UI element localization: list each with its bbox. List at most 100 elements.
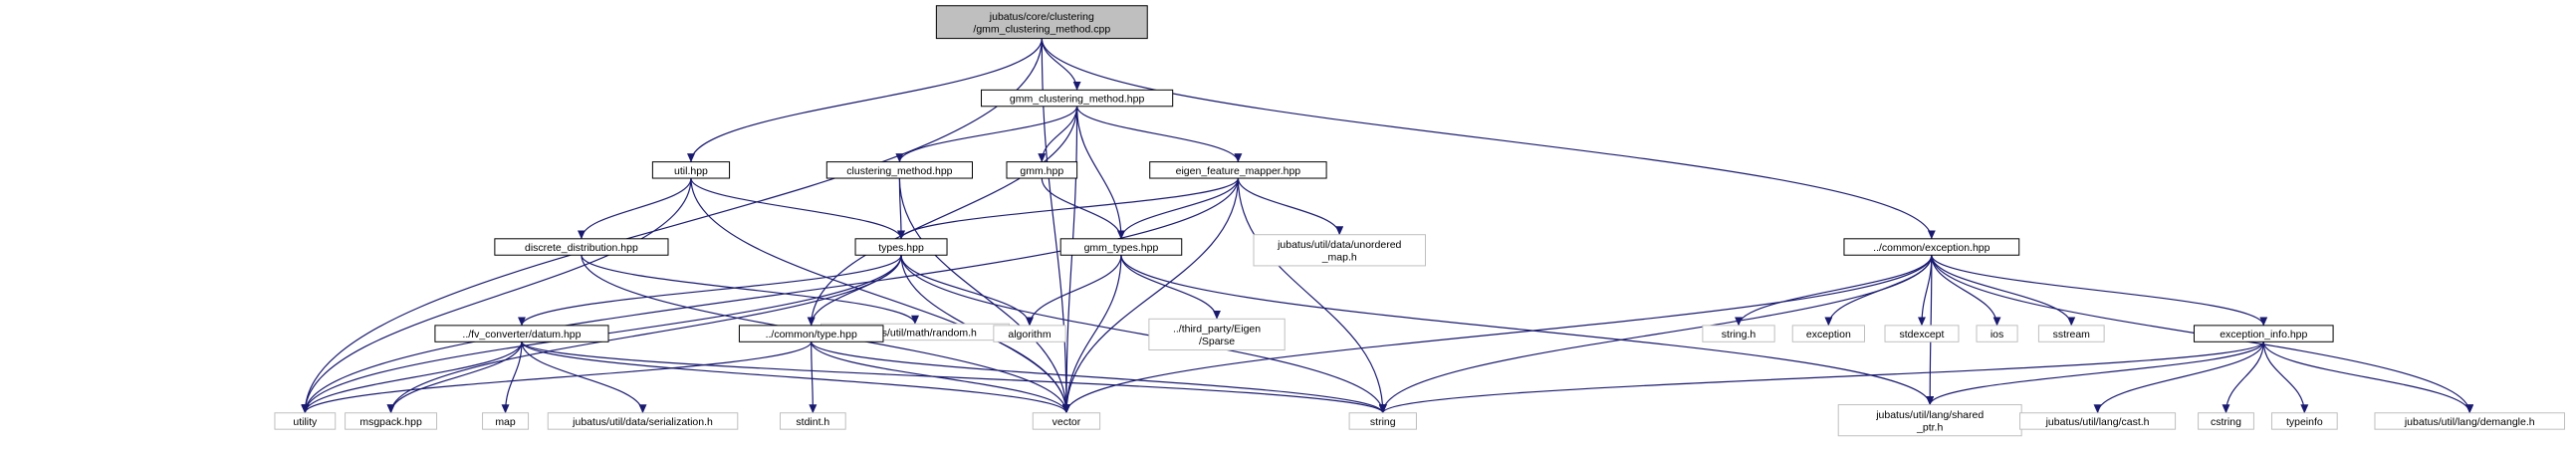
node-common-exception-hpp[interactable]: ../common/exception.hpp [1843,238,2020,256]
node-msgpack-hpp: msgpack.hpp [345,412,438,430]
edge-eigen_feature_mapper_hpp-to-utility [301,178,1239,414]
node-box[interactable] [825,161,973,179]
node-box [1837,404,2022,437]
node-label: typeinfo [2286,416,2323,428]
node-box[interactable] [2193,325,2334,342]
edge-gmm_clustering_method_hpp-to-gmm_types_hpp [1076,106,1125,240]
node-label: jubatus/util/data/serialization.h [572,416,713,428]
edge-types_hpp-to-datum_hpp [518,255,902,327]
node-label: gmm_types.hpp [1084,242,1159,254]
node-gmm-types-hpp[interactable]: gmm_types.hpp [1059,238,1183,256]
node-label: ../common/type.hpp [766,329,857,340]
node-box [935,5,1148,40]
edge-eigen_feature_mapper_hpp-to-unordered_map_h [1237,177,1344,236]
node-box[interactable] [434,325,609,342]
node-box[interactable] [651,161,731,179]
node-label: sstream [2053,329,2091,340]
edge-gmm_types_hpp-to-vector [1061,255,1122,414]
node-box[interactable] [854,238,948,256]
edge-common_exception_hpp-to-ios [1931,255,2001,327]
node-box [345,412,438,430]
node-box [993,325,1066,342]
node-datum-hpp[interactable]: ../fv_converter/datum.hpp [434,325,609,342]
node-box[interactable] [1059,238,1183,256]
edge-eigen_feature_mapper_hpp-to-types_hpp [897,177,1239,240]
node-box [1148,318,1286,351]
node-box[interactable] [1149,161,1327,179]
node-gmm-hpp[interactable]: gmm.hpp [1006,161,1078,179]
node-label: ios [1991,329,2003,340]
node-label: _ptr.h [1916,421,1943,433]
node-box [1791,325,1865,342]
node-vector: vector [1032,412,1101,430]
node-box[interactable] [1006,161,1078,179]
node-label: /gmm_clustering_method.cpp [973,23,1110,35]
node-box[interactable] [981,89,1174,108]
node-box [482,412,530,430]
node-gmm-clustering-method-hpp[interactable]: gmm_clustering_method.hpp [981,89,1174,108]
edge-eigen_feature_mapper_hpp-to-string [1237,178,1387,414]
node-box[interactable] [1843,238,2020,256]
node-label: /Sparse [1199,336,1235,347]
edge-types_hpp-to-common_type_hpp [807,255,902,327]
edge-gmm_clustering_method_hpp-to-clustering_method_hpp [895,106,1078,163]
edge-types_hpp-to-string [900,255,1387,414]
edge-discrete_distribution_hpp-to-random_h [581,255,919,325]
node-label: eigen_feature_mapper.hpp [1176,165,1301,177]
node-box[interactable] [494,238,669,256]
node-box [2037,325,2105,342]
edge-util_hpp-to-types_hpp [690,177,905,240]
dependency-edges [301,38,2474,414]
edge-exception_info_hpp-to-cast_h [2093,341,2264,414]
edge-datum_hpp-to-utility [301,341,523,414]
node-map: map [482,412,530,430]
edge-util_hpp-to-discrete_distribution_hpp [577,177,692,240]
node-utility: utility [274,412,337,430]
node-label: utility [293,416,318,428]
edge-exception_info_hpp-to-shared_ptr_h [1926,341,2264,406]
edge-common_exception_hpp-to-string_h [1735,255,1933,327]
edge-gmm_hpp-to-gmm_types_hpp [1041,177,1125,240]
node-shared-ptr-h: jubatus/util/lang/shared_ptr.h [1837,404,2022,437]
edge-common_exception_hpp-to-exception_info_hpp [1931,255,2268,327]
node-box [2198,412,2254,430]
node-label: jubatus/util/data/unordered [1277,239,1401,251]
node-discrete-distribution-hpp[interactable]: discrete_distribution.hpp [494,238,669,256]
edge-common_exception_hpp-to-sstream [1931,255,2076,327]
edge-exception_info_hpp-to-string [1379,340,2264,414]
node-eigen-sparse: ../third_party/Eigen/Sparse [1148,318,1286,351]
node-clustering-method-hpp[interactable]: clustering_method.hpp [825,161,973,179]
edge-gmm_types_hpp-to-algorithm [1026,255,1122,327]
node-label: vector [1053,416,1081,428]
node-label: exception_info.hpp [2220,329,2307,340]
edge-gmm_clustering_method_hpp-to-gmm_hpp [1038,106,1078,163]
node-box[interactable] [738,325,884,342]
edge-root-to-common_exception_hpp [1041,38,1936,240]
node-label: gmm.hpp [1020,165,1063,177]
node-algorithm: algorithm [993,325,1066,342]
node-eigen-feature-mapper-hpp[interactable]: eigen_feature_mapper.hpp [1149,161,1327,179]
node-label: cstring [2211,416,2241,428]
node-label: types.hpp [878,242,924,254]
edge-gmm_types_hpp-to-eigen_sparse [1120,255,1222,320]
node-serialization-h: jubatus/util/data/serialization.h [547,412,739,430]
node-unordered-map-h: jubatus/util/data/unordered_map.h [1253,234,1426,267]
node-label: algorithm [1008,329,1051,340]
edge-root-to-gmm_clustering_method_hpp [1041,38,1081,91]
edge-gmm_clustering_method_hpp-to-eigen_feature_mapper_hpp [1076,106,1243,163]
node-label: msgpack.hpp [359,416,422,428]
node-types-hpp[interactable]: types.hpp [854,238,948,256]
edge-gmm_clustering_method_hpp-to-common_type_hpp [807,106,1078,327]
edge-common_exception_hpp-to-vector [1062,255,1933,414]
node-label: jubatus/util/lang/demangle.h [2404,416,2535,428]
node-string-h: string.h [1702,325,1775,342]
node-label: stdint.h [796,416,829,428]
node-box [2019,412,2177,430]
edge-common_type_hpp-to-stdint_h [809,341,818,414]
node-label: stdexcept [1900,329,1945,340]
node-exception-info-hpp[interactable]: exception_info.hpp [2193,325,2334,342]
node-common-type-hpp[interactable]: ../common/type.hpp [738,325,884,342]
node-box [547,412,739,430]
node-util-hpp[interactable]: util.hpp [651,161,731,179]
